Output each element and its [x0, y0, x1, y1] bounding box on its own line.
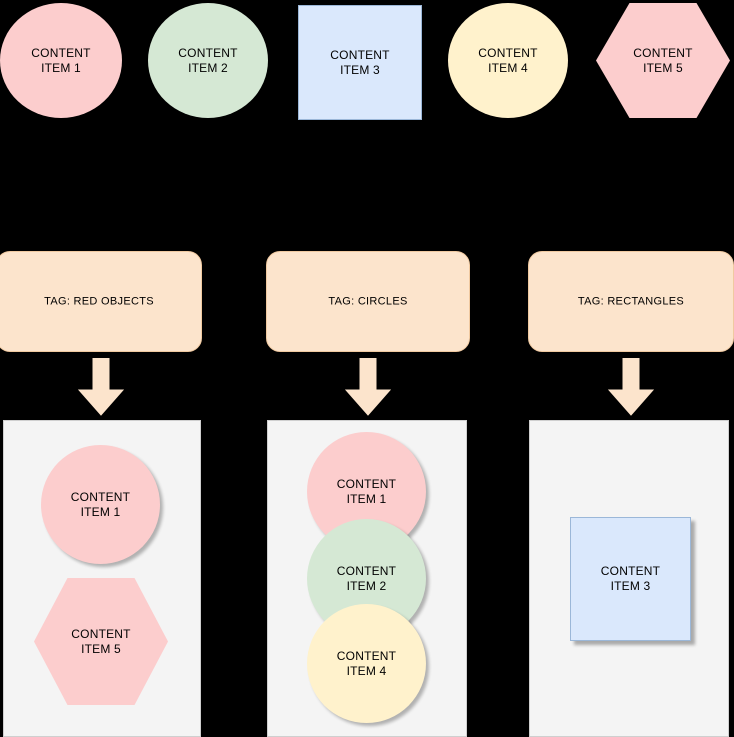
panel-red-objects-item-1[interactable]: CONTENT ITEM 1	[41, 445, 160, 564]
tag-circles[interactable]: TAG: CIRCLES	[266, 251, 470, 352]
panel-rectangles-item-3[interactable]: CONTENT ITEM 3	[570, 517, 691, 641]
source-item-4[interactable]: CONTENT ITEM 4	[448, 3, 568, 118]
tag-rectangles-label: TAG: RECTANGLES	[577, 295, 685, 307]
panel-circles-item-1-label: CONTENT ITEM 1	[336, 476, 397, 506]
panel-circles-item-4-label: CONTENT ITEM 4	[336, 648, 397, 678]
source-item-1-label: CONTENT ITEM 1	[31, 45, 91, 75]
tag-circles-label: TAG: CIRCLES	[328, 295, 408, 307]
panel-circles-item-4[interactable]: CONTENT ITEM 4	[307, 604, 426, 723]
source-item-5[interactable]: CONTENT ITEM 5	[596, 3, 730, 118]
panel-red-objects-item-5-label: CONTENT ITEM 5	[71, 626, 131, 656]
panel-red-objects-item-5[interactable]: CONTENT ITEM 5	[34, 578, 168, 705]
tag-red-objects-label: TAG: RED OBJECTS	[44, 295, 154, 307]
source-item-4-label: CONTENT ITEM 4	[478, 45, 538, 75]
source-item-5-label: CONTENT ITEM 5	[633, 45, 693, 75]
source-item-2-label: CONTENT ITEM 2	[178, 45, 238, 75]
tag-rectangles[interactable]: TAG: RECTANGLES	[528, 251, 734, 352]
panel-red-objects-item-1-label: CONTENT ITEM 1	[70, 489, 131, 519]
source-item-3[interactable]: CONTENT ITEM 3	[298, 5, 422, 120]
arrow-circles-icon	[344, 357, 392, 416]
arrow-rectangles-icon	[607, 357, 655, 416]
source-item-3-label: CONTENT ITEM 3	[330, 47, 390, 77]
panel-rectangles-item-3-label: CONTENT ITEM 3	[600, 564, 661, 593]
tag-red-objects[interactable]: TAG: RED OBJECTS	[0, 251, 202, 352]
panel-circles-item-2-label: CONTENT ITEM 2	[336, 563, 397, 593]
source-item-2[interactable]: CONTENT ITEM 2	[148, 3, 268, 118]
source-item-1[interactable]: CONTENT ITEM 1	[0, 3, 122, 118]
arrow-red-objects-icon	[77, 357, 125, 416]
